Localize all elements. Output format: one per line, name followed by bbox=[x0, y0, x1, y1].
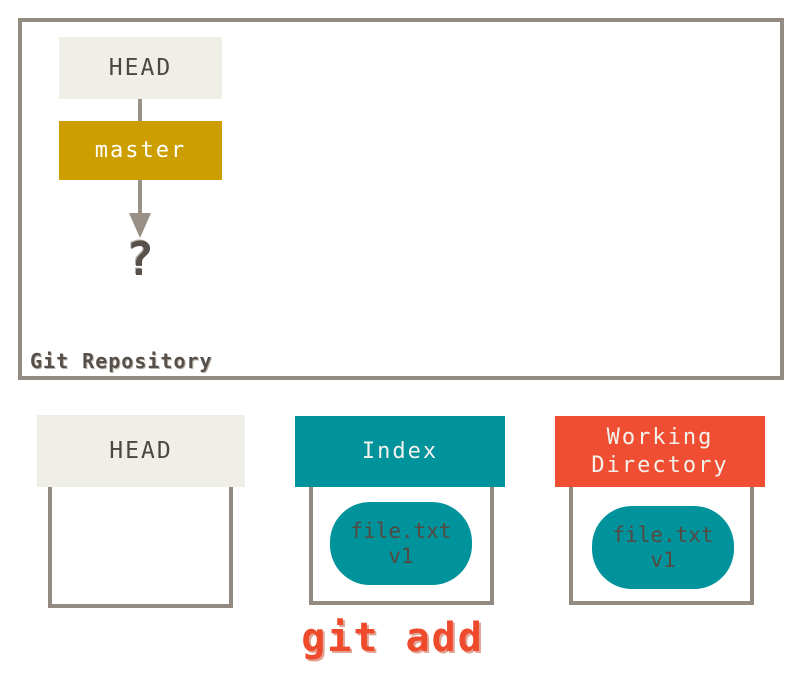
index-file-pill: file.txt v1 bbox=[330, 502, 472, 585]
head-to-master-connector bbox=[138, 99, 142, 121]
head-ref-box: HEAD bbox=[59, 37, 222, 99]
index-file-name: file.txt bbox=[350, 518, 452, 543]
working-directory-file-name: file.txt bbox=[612, 522, 714, 547]
head-ref-label: HEAD bbox=[108, 55, 173, 81]
git-add-command-label: git add bbox=[301, 615, 484, 661]
working-directory-container-outline bbox=[569, 487, 754, 605]
working-directory-label-line2: Directory bbox=[591, 452, 729, 478]
master-branch-label: master bbox=[94, 138, 187, 163]
index-container-outline bbox=[309, 487, 494, 605]
head-column-label: HEAD bbox=[109, 438, 173, 464]
repository-caption: Git Repository bbox=[30, 349, 213, 373]
working-directory-file-pill: file.txt v1 bbox=[592, 506, 734, 589]
working-directory-column-box: Working Directory bbox=[555, 416, 765, 487]
master-branch-box: master bbox=[59, 121, 222, 180]
head-column-box: HEAD bbox=[37, 415, 245, 487]
git-repository-box: Git Repository bbox=[18, 18, 784, 380]
working-directory-file-version: v1 bbox=[650, 547, 676, 572]
index-file-version: v1 bbox=[388, 543, 414, 568]
master-pointer-line bbox=[138, 180, 142, 214]
arrow-down-icon bbox=[129, 213, 151, 238]
index-column-box: Index bbox=[295, 416, 505, 487]
head-container-outline bbox=[48, 487, 233, 608]
index-column-label: Index bbox=[361, 439, 439, 464]
working-directory-label-line1: Working bbox=[606, 424, 714, 450]
unknown-commit-mark: ? bbox=[126, 232, 154, 286]
